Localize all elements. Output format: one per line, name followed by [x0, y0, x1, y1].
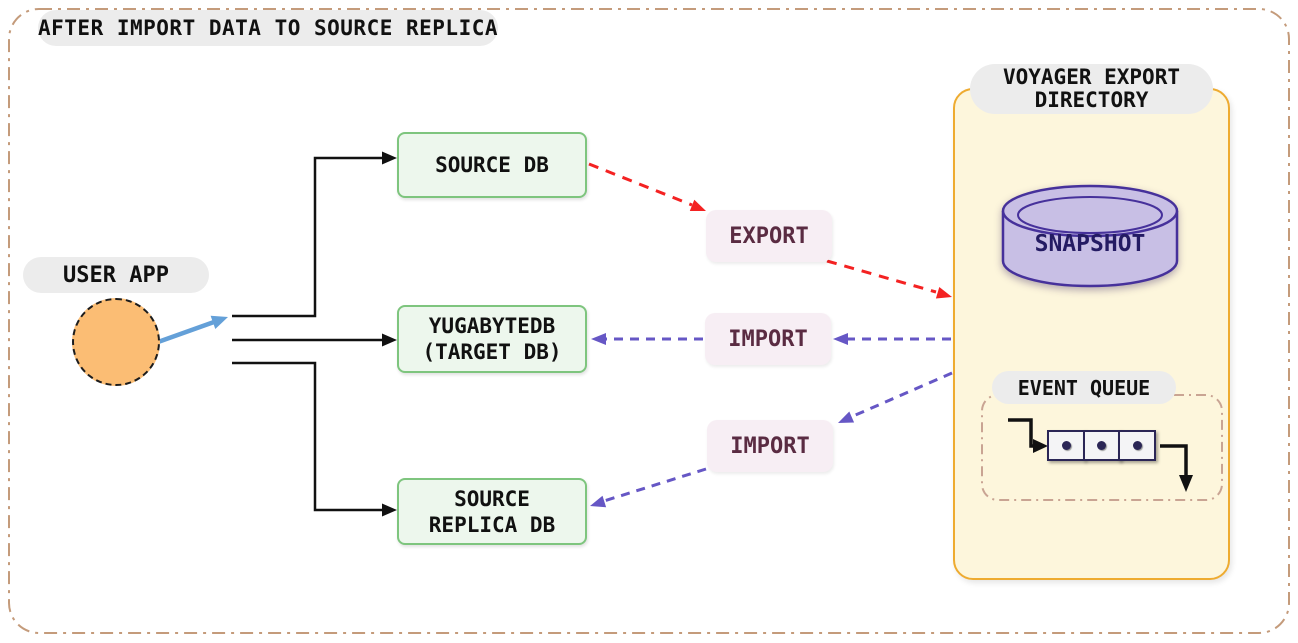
user-app-label: USER APP — [23, 257, 209, 293]
export-arrowhead-2 — [935, 287, 952, 299]
target-db-label-line1: YUGABYTEDB — [428, 314, 556, 338]
source-replica-db-label-line2: REPLICA DB — [428, 512, 556, 537]
source-db-node: SOURCE DB — [397, 132, 587, 198]
import-replica-line-2 — [603, 467, 707, 503]
user-app-circle-icon — [72, 298, 160, 386]
snapshot-label: SNAPSHOT — [1034, 231, 1146, 257]
source-db-label: SOURCE DB — [435, 153, 549, 177]
export-label: EXPORT — [706, 210, 832, 262]
import-target-label: IMPORT — [705, 313, 831, 365]
import-replica-label: IMPORT — [707, 420, 833, 472]
fork-arrowhead-source-db — [382, 151, 397, 165]
source-replica-db-label-line1: SOURCE — [454, 486, 530, 511]
voyager-title-line1: VOYAGER EXPORT — [1002, 65, 1180, 89]
fork-line-source-db — [232, 156, 383, 318]
source-replica-db-node: SOURCE REPLICA DB — [397, 478, 587, 545]
user-app-arrowhead — [210, 315, 228, 329]
diagram-title: AFTER IMPORT DATA TO SOURCE REPLICA — [38, 10, 498, 46]
import-replica-arrowhead-2 — [590, 495, 607, 508]
import-replica-arrowhead-1 — [838, 411, 855, 423]
target-db-node: YUGABYTEDB (TARGET DB) — [397, 305, 587, 373]
fork-line-replica-db — [232, 361, 383, 512]
target-db-label-line2: (TARGET DB) — [422, 340, 562, 364]
voyager-title-line2: DIRECTORY — [1034, 88, 1149, 112]
import-target-arrowhead-2 — [591, 333, 606, 345]
export-arrowhead-1 — [689, 199, 706, 211]
fork-arrowhead-replica-db — [382, 503, 397, 517]
event-queue-label: EVENT QUEUE — [992, 371, 1176, 404]
queue-item — [1118, 430, 1156, 461]
voyager-export-directory-container — [953, 88, 1230, 580]
export-line-1 — [588, 162, 693, 207]
queue-item — [1047, 430, 1085, 461]
import-replica-line-1 — [850, 371, 953, 419]
export-line-2 — [826, 259, 937, 294]
queue-item — [1082, 430, 1121, 461]
import-target-arrowhead-1 — [833, 333, 848, 345]
voyager-export-directory-title: VOYAGER EXPORT DIRECTORY — [970, 64, 1213, 114]
user-app-arrow — [155, 319, 217, 345]
fork-arrowhead-target-db — [382, 333, 397, 347]
event-queue-items — [1047, 430, 1156, 461]
